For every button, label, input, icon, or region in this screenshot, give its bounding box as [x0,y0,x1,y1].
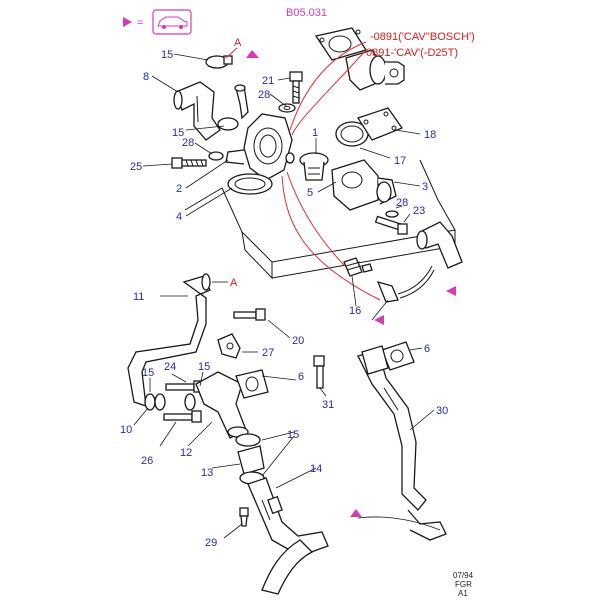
leader-lines [133,53,441,539]
callout-a-top: A [234,37,242,49]
variant-note-1: -0891('CAV''BOSCH') [370,31,475,43]
cover-plate-part [357,107,404,141]
legend-equals: = [137,17,143,29]
callout-a-lower: A [230,277,238,289]
label-24: 24 [164,361,176,373]
connecting-hose-part [235,433,265,485]
label-20: 20 [292,335,304,347]
elbow-pipe-part [195,371,249,439]
label-2: 2 [176,183,182,195]
bolt-part [163,410,202,423]
variant-marker-icon [374,315,384,325]
footer-region: FGR [455,580,472,589]
thermostat-part [299,152,329,181]
cylinder-housing-part [345,49,405,91]
label-14: 14 [310,463,322,475]
footer-code: 07/94 FGR A1 [453,571,474,598]
footer-sheet: A1 [458,589,468,598]
sender-connector-part [376,265,435,303]
legend-marker-icon [123,17,132,27]
coolant-pipe-part [357,349,447,541]
variant-marker-icon [446,286,456,296]
label-4: 4 [176,211,182,223]
flange-part [361,345,389,375]
label-16: 16 [349,305,361,317]
washer-part [208,151,224,161]
washer-part [278,103,296,113]
coolant-pipe-part [247,477,329,557]
label-6: 6 [424,343,430,355]
car-silhouette-icon [152,9,192,35]
label-15: 15 [198,361,210,373]
label-28: 28 [396,197,408,209]
legend: = [123,9,192,35]
label-29: 29 [205,537,217,549]
gasket-part [227,173,273,195]
label-21: 21 [262,75,274,87]
label-15: 15 [161,49,173,61]
bolt-part [313,355,325,389]
upper-hose-part [173,81,221,141]
footer-date: 07/94 [453,571,474,580]
label-15: 15 [142,367,154,379]
bolt-part [233,308,266,321]
label-3: 3 [422,181,428,193]
lower-hose-part [261,539,314,595]
hose-clamp-part [205,55,233,69]
label-12: 12 [180,447,192,459]
sender-plug-part [285,152,295,164]
label-27: 27 [262,347,274,359]
bypass-pipe-part [127,273,211,407]
variant-marker-icon [350,509,362,517]
bolt-part [289,71,303,104]
variant-marker-icon [246,50,259,58]
part-number-labels: 15 8 21 28 15 28 1 18 25 17 2 5 3 28 4 2… [120,49,448,549]
label-10: 10 [120,424,132,436]
label-23: 23 [413,205,425,217]
variant-leader-lines [281,41,381,301]
reference-code: B05.031 [286,7,327,19]
label-13: 13 [201,467,213,479]
label-18: 18 [424,129,436,141]
radiator-hose-part [416,221,463,269]
label-15: 15 [287,429,299,441]
vent-pipe-part [234,84,249,120]
callout-a-top-leader [225,47,238,59]
label-17: 17 [394,155,406,167]
label-30: 30 [436,405,448,417]
pipe-clip-part [217,333,241,359]
label-11: 11 [133,291,144,303]
bolt-part [239,507,249,527]
washer-part [385,210,399,218]
outlet-housing-part [331,159,397,211]
label-25: 25 [130,161,142,173]
bolt-part [171,157,207,169]
label-26: 26 [141,455,153,467]
temperature-sender-part [343,257,373,277]
label-28: 28 [182,137,194,149]
label-5: 5 [307,187,313,199]
label-15: 15 [172,127,184,139]
hose-clamp-part [144,393,196,411]
gasket-part [235,369,269,399]
label-28: 28 [258,89,270,101]
label-1: 1 [312,127,318,139]
hose-clamp-part [217,117,239,131]
label-8: 8 [143,71,149,83]
gasket-part [335,121,369,147]
label-31: 31 [322,399,334,411]
bolt-part [374,215,408,235]
label-6: 6 [298,371,304,383]
variant-note-2: 0891-'CAV'(-D25T) [366,47,458,59]
thermostat-housing-part [225,113,293,181]
